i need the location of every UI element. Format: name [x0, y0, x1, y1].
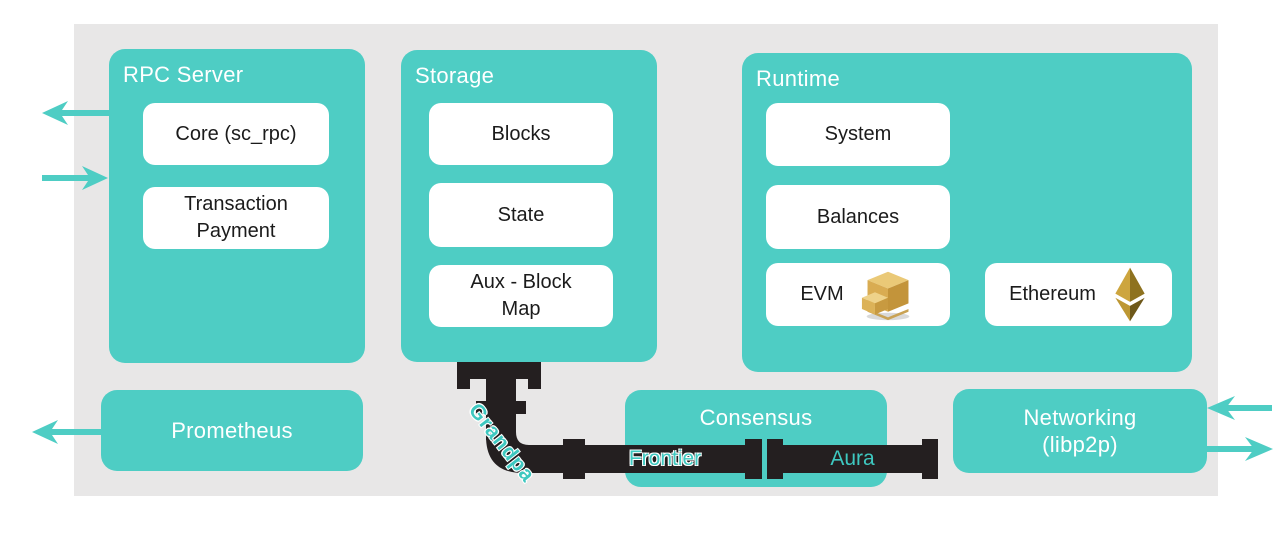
- frontier-pipe-label: Frontier: [628, 446, 702, 470]
- networking-label: Networking: [1023, 404, 1137, 430]
- ethereum-label: Ethereum: [1009, 283, 1096, 305]
- storage-group: Storage Blocks State Aux - Block Map: [401, 50, 657, 362]
- consensus-title: Consensus: [699, 405, 813, 430]
- core-sc-rpc-label: Core (sc_rpc): [175, 122, 297, 145]
- transaction-payment-label: Transaction Payment: [184, 193, 288, 242]
- blocks-node: Blocks: [429, 103, 613, 165]
- evm-node: EVM: [766, 263, 950, 326]
- system-node: System: [766, 103, 950, 166]
- crates-pallet-icon: [860, 268, 916, 322]
- aux-block-map-label: Aux - Block Map: [470, 271, 572, 320]
- state-node: State: [429, 183, 613, 247]
- evm-label: EVM: [800, 283, 844, 305]
- transaction-payment-node: Transaction Payment: [143, 187, 329, 249]
- runtime-title: Runtime: [756, 66, 841, 91]
- runtime-group: Runtime System Balances EVM: [742, 53, 1192, 372]
- ethereum-node: Ethereum: [985, 263, 1172, 326]
- blocks-label: Blocks: [491, 122, 551, 145]
- balances-label: Balances: [816, 205, 900, 228]
- networking-group: Networking (libp2p): [953, 389, 1207, 473]
- core-sc-rpc-node: Core (sc_rpc): [143, 103, 329, 165]
- rpc-server-title: RPC Server: [123, 62, 244, 87]
- system-label: System: [824, 123, 892, 145]
- aux-block-map-node: Aux - Block Map: [429, 265, 613, 327]
- ethereum-logo-icon: [1112, 266, 1148, 323]
- state-label: State: [497, 203, 545, 226]
- storage-title: Storage: [415, 63, 495, 88]
- prometheus-label: Prometheus: [171, 417, 293, 443]
- aura-pipe-label: Aura: [830, 446, 875, 470]
- networking-sublabel: (libp2p): [1042, 432, 1118, 457]
- balances-node: Balances: [766, 185, 950, 249]
- prometheus-group: Prometheus: [101, 390, 363, 471]
- rpc-server-group: RPC Server Core (sc_rpc) Transaction Pay…: [109, 49, 365, 363]
